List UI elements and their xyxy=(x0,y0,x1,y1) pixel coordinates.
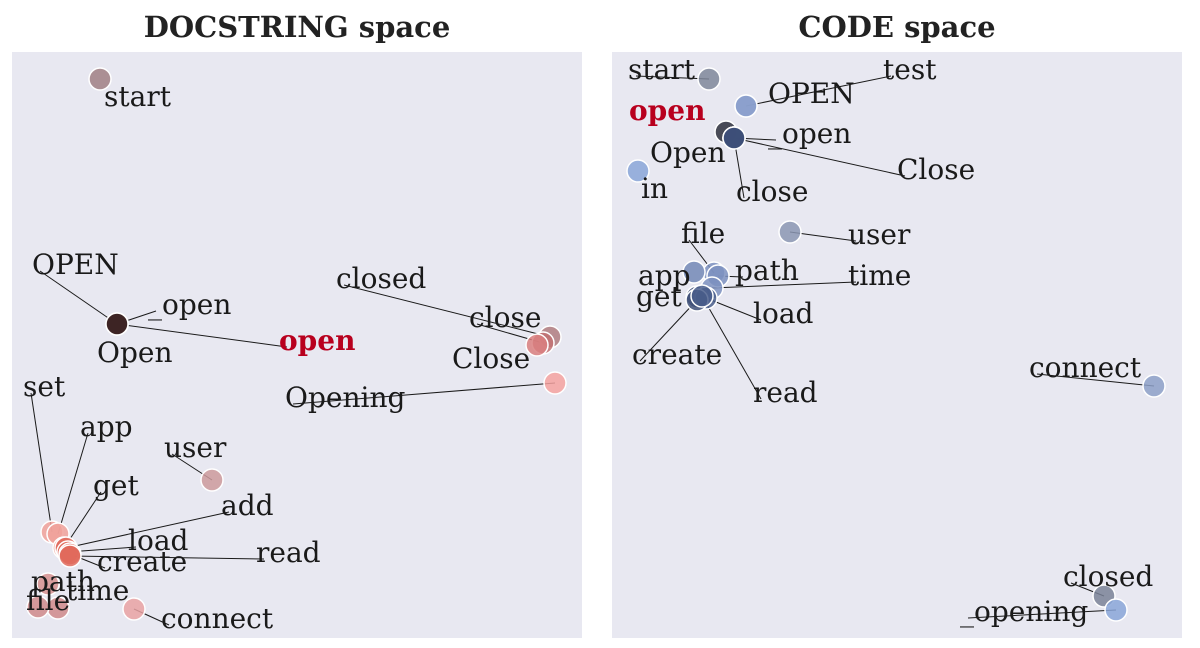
leader-line xyxy=(65,511,230,549)
point-label: load xyxy=(128,524,189,557)
point-label: add xyxy=(221,489,274,522)
point-open xyxy=(734,94,758,118)
point-label: get xyxy=(636,280,682,313)
leader-line xyxy=(39,270,118,325)
point-label: in xyxy=(641,172,668,205)
plot-background xyxy=(612,52,1182,638)
point-label: start xyxy=(104,80,172,113)
leader-line xyxy=(1036,373,1155,387)
chart-title: CODE space xyxy=(798,10,996,44)
point-label: file xyxy=(26,584,70,617)
point-in xyxy=(626,159,650,183)
point-label: file xyxy=(681,217,725,250)
point-connect xyxy=(122,597,146,621)
point-label: _opening xyxy=(960,595,1088,628)
point-close xyxy=(722,126,746,150)
point-file xyxy=(26,595,50,619)
leader-line xyxy=(30,392,53,533)
point-label: test xyxy=(883,53,937,86)
point-label: create xyxy=(632,338,722,371)
point-label: Open xyxy=(650,136,725,169)
point-label: _open xyxy=(768,117,851,150)
point-label: app xyxy=(638,259,691,292)
point-label: time xyxy=(848,259,911,292)
point-label: load xyxy=(753,297,814,330)
chart-title: DOCSTRING space xyxy=(143,10,451,44)
point-read xyxy=(690,284,714,308)
point-label: connect xyxy=(161,602,274,635)
point-label: open xyxy=(629,94,705,127)
point-start xyxy=(697,67,721,91)
point-label: Open xyxy=(97,336,172,369)
point--opening xyxy=(1104,598,1128,622)
leader-line xyxy=(711,281,857,289)
point-label: OPEN xyxy=(768,77,855,110)
point-user xyxy=(200,468,224,492)
point-path xyxy=(36,572,60,596)
point-label: _open xyxy=(148,288,231,321)
point-label: create xyxy=(97,545,187,578)
leader-line xyxy=(116,323,288,348)
point-label: OPEN xyxy=(32,248,119,281)
point-label: app xyxy=(80,410,133,443)
point-connect xyxy=(1142,374,1166,398)
point-label: closed xyxy=(1063,560,1153,593)
point-read xyxy=(58,544,82,568)
point-label: connect xyxy=(1029,351,1142,384)
point-app xyxy=(682,260,706,284)
point-label: closed xyxy=(336,262,426,295)
point-label: read xyxy=(256,536,321,569)
point-label: read xyxy=(753,376,818,409)
point-label: time xyxy=(66,574,129,607)
point-label: Close xyxy=(897,153,975,186)
leader-line xyxy=(967,609,1117,619)
leader-line xyxy=(57,432,89,535)
point-label: get xyxy=(93,469,139,502)
leader-line xyxy=(701,295,762,400)
point-opening xyxy=(543,371,567,395)
leader-line xyxy=(343,284,551,338)
plot-background xyxy=(12,52,582,638)
leader-line xyxy=(635,75,710,80)
point-label: user xyxy=(848,218,911,251)
point-label: path xyxy=(31,565,95,598)
point-close xyxy=(525,333,549,357)
point-label: start xyxy=(628,53,696,86)
point-label: close xyxy=(469,301,541,334)
point-label: set xyxy=(23,370,66,403)
point-label: user xyxy=(164,431,227,464)
leader-line xyxy=(639,299,698,362)
point-label: close xyxy=(736,175,808,208)
point-label: path xyxy=(735,254,799,287)
leader-line xyxy=(69,555,265,560)
leader-line xyxy=(733,137,906,177)
point-label: Opening xyxy=(285,381,405,414)
leader-line xyxy=(745,75,892,107)
leader-line xyxy=(292,382,556,405)
point-user xyxy=(778,220,802,244)
point-label: open xyxy=(279,324,355,357)
point-label: Close xyxy=(452,342,530,375)
point-start xyxy=(88,67,112,91)
point-open xyxy=(105,312,129,336)
